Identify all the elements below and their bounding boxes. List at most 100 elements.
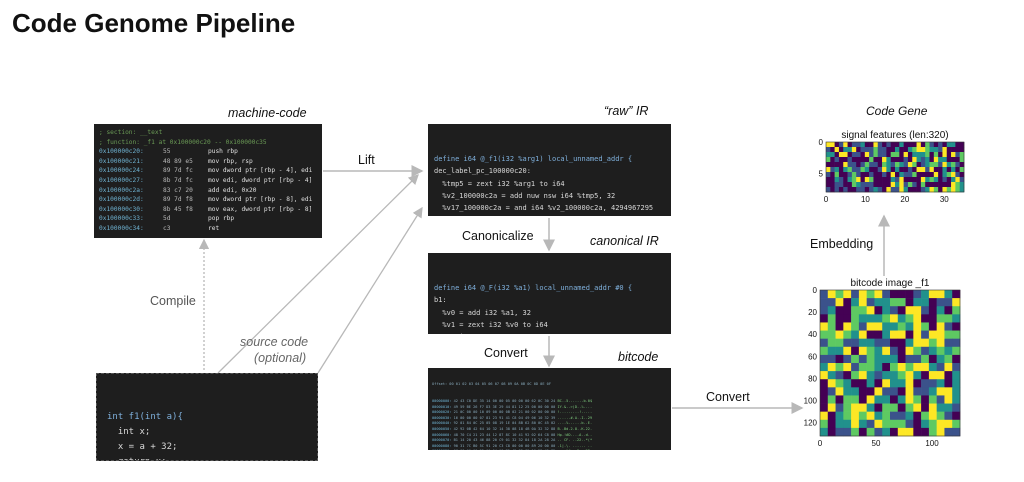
heatmap-cell [858, 363, 867, 372]
x-tick-label: 0 [824, 195, 829, 204]
heatmap-cell [951, 182, 956, 188]
heatmap-cell [820, 427, 829, 437]
heatmap-cell [856, 142, 861, 148]
heatmap-cell [869, 177, 874, 183]
heatmap-cell [921, 379, 930, 388]
mc-instruction: ret [208, 224, 220, 232]
heatmap-cell [916, 167, 922, 173]
mc-address: 0x100000c33: [99, 215, 144, 223]
heatmap-cell [851, 371, 860, 380]
heatmap-cell [916, 147, 922, 153]
heatmap-cell [869, 147, 874, 153]
heatmap-cell [942, 162, 948, 168]
heatmap-cell [921, 354, 930, 364]
hex-bytes: 42 43 C0 DE 35 14 00 00 05 00 00 00 62 0… [451, 398, 558, 403]
heatmap-cell [944, 354, 953, 364]
heatmap-cell [907, 172, 913, 178]
heatmap-cell [899, 177, 904, 183]
heatmap-cell [856, 167, 861, 173]
heatmap-cell [882, 346, 891, 356]
heatmap-cell [858, 346, 867, 356]
heatmap-cell [890, 338, 899, 348]
heatmap-cell [882, 395, 891, 404]
bitcode-panel: Offset: 00 01 02 03 04 05 06 07 08 09 0A… [428, 368, 671, 450]
heatmap-cell [858, 354, 867, 364]
heatmap-cell [955, 187, 960, 193]
heatmap-cell [936, 411, 945, 421]
hex-row: 00000050: 42 92 0B 42 64 10 32 14 38 08 … [432, 427, 667, 433]
heatmap-cell [955, 157, 960, 163]
heatmap-cell [920, 147, 926, 153]
heatmap-cell [955, 172, 960, 178]
heatmap-cell [905, 387, 914, 396]
heatmap-cell [838, 152, 844, 158]
heatmap-cell [929, 147, 935, 153]
heatmap-cell [864, 182, 870, 188]
heatmap-cell [882, 182, 887, 188]
hex-bytes: 90 31 7C B0 5C 91 20 C3 C8 00 00 00 89 2… [451, 443, 558, 448]
heatmap-cell [858, 387, 867, 396]
heatmap-cell [897, 363, 906, 372]
heatmap-cell [944, 387, 953, 396]
machine-code-label: machine-code [228, 106, 307, 120]
heatmap-cell [874, 322, 883, 331]
heatmap-cell [912, 182, 917, 188]
hex-offset: 00000050: [432, 426, 452, 431]
heatmap-cell [912, 152, 917, 158]
heatmap-cell [938, 172, 943, 178]
heatmap-cell [913, 306, 922, 315]
heatmap-cell [936, 346, 945, 356]
heatmap-cell [866, 371, 875, 380]
lift-label: Lift [358, 153, 375, 167]
heatmap-cell [851, 411, 860, 421]
heatmap-cell [936, 354, 945, 364]
heatmap-cell [835, 306, 844, 315]
hex-row: 00000070: B1 14 20 43 46 88 20 C9 01 32 … [432, 438, 667, 444]
heatmap-cell [835, 411, 844, 421]
heatmap-cell [913, 427, 922, 437]
heatmap-cell [886, 142, 891, 148]
heatmap-cell [874, 314, 883, 323]
heatmap-cell [851, 379, 860, 388]
heatmap-cell [869, 182, 874, 188]
raw-ir-line: ret i64 %v17_100000c2a [434, 215, 665, 216]
heatmap-cell [907, 157, 913, 163]
heatmap-cell [929, 172, 935, 178]
heatmap-cell [952, 379, 961, 388]
heatmap-cell [921, 306, 930, 315]
heatmap-cell [912, 147, 917, 153]
heatmap-cell [938, 142, 943, 148]
heatmap-cell [843, 427, 852, 437]
heatmap-cell [838, 172, 844, 178]
heatmap-cell [869, 157, 874, 163]
source-line: int f1(int a){ [107, 412, 183, 422]
heatmap-cell [903, 182, 909, 188]
heatmap-cell [933, 182, 939, 188]
heatmap-cell [951, 177, 956, 183]
heatmap-cell [866, 379, 875, 388]
heatmap-cell [834, 147, 840, 153]
heatmap-cell [952, 354, 961, 364]
heatmap-cell [905, 403, 914, 412]
heatmap-cell [873, 182, 879, 188]
heatmap-cell [866, 298, 875, 307]
heatmap-cell [890, 182, 896, 188]
heatmap-cell [899, 152, 904, 158]
mc-bytes: 83 c7 20 [163, 186, 193, 194]
compile-label: Compile [150, 294, 196, 308]
x-tick-label: 0 [818, 439, 823, 448]
heatmap-cell [913, 379, 922, 388]
heatmap-cell [913, 371, 922, 380]
heatmap-cell [882, 338, 891, 348]
heatmap-cell [897, 371, 906, 380]
hex-header: Offset: 00 01 02 03 04 05 06 07 08 09 0A… [432, 382, 551, 387]
heatmap-cell [877, 182, 883, 188]
heatmap-cell [897, 379, 906, 388]
heatmap-cell [843, 187, 848, 193]
heatmap-cell [820, 354, 829, 364]
heatmap-cell [843, 314, 852, 323]
